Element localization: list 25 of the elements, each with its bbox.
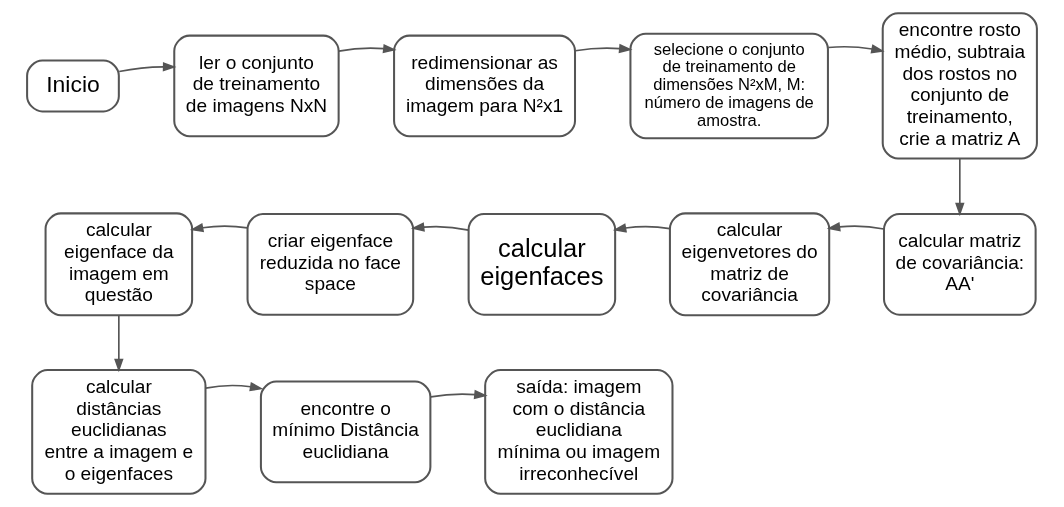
node-box: calcular eigenfaces (467, 213, 617, 316)
node-box: calcular distâncias euclidianas entre a imagem e o eigenfaces (31, 369, 207, 495)
arrow (338, 43, 397, 54)
node-box: saída: imagem com o distância euclidiana mínima ou imagem irreconhecível (484, 369, 674, 495)
node-box: encontre rosto médio, subtraia dos rostos no conjunto de treinamento, crie a matriz A (881, 12, 1038, 160)
arrow (612, 223, 671, 233)
node-box: Inicio (26, 59, 120, 113)
arrow (204, 382, 264, 392)
arrow (955, 157, 965, 217)
node-box: ler o conjunto de treinamento de imagens NxN (173, 34, 340, 138)
arrow (574, 43, 633, 54)
arrow (826, 222, 885, 232)
arrow (827, 44, 885, 54)
node-box: encontre o mínimo Distância euclidiana (259, 380, 432, 484)
arrow (189, 223, 249, 233)
node-box: criar eigenface reduzida no face space (246, 213, 415, 316)
arrow (114, 314, 124, 373)
node-box: calcular eigenvetores do matriz de covariância (668, 212, 831, 317)
arrow (118, 62, 177, 73)
arrow (410, 222, 470, 232)
node-box: selecione o conjunto de treinamento de dimensões N²xM, M: número de imagens de amostra. (629, 32, 829, 140)
node-box: calcular eigenface da imagem em questão (44, 212, 194, 317)
arrow (430, 389, 488, 400)
node-box: redimensionar as dimensões da imagem para N²x1 (393, 34, 576, 138)
node-box: calcular matriz de covariância: AA' (883, 213, 1037, 316)
